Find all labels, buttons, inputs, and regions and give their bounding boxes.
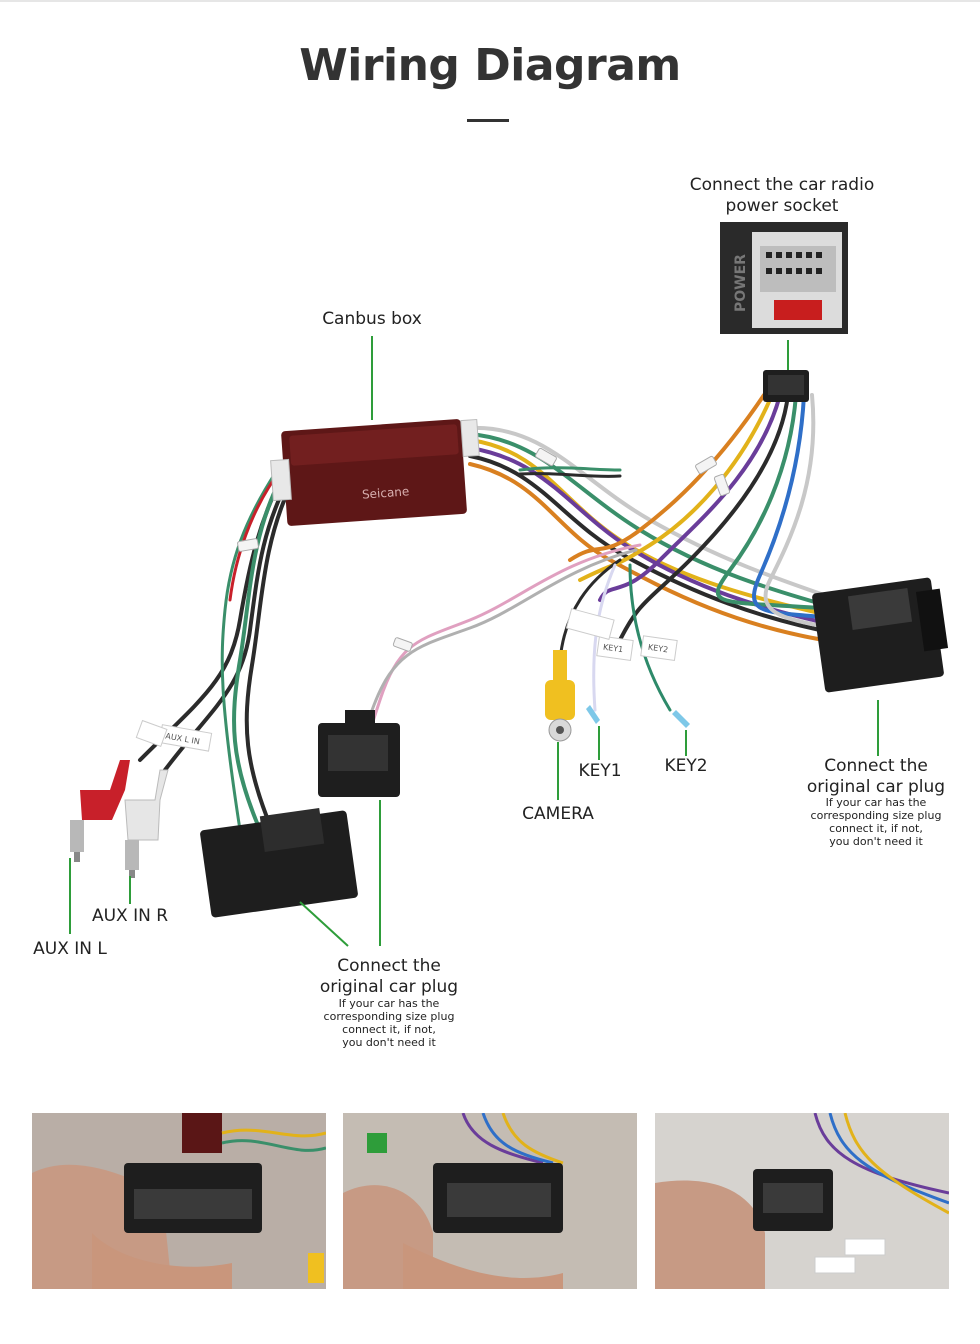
left-plug-note-line2: corresponding size plug bbox=[323, 1010, 455, 1023]
power-socket-label: Connect the car radio power socket bbox=[660, 175, 904, 217]
left-original-plug bbox=[200, 807, 358, 918]
right-plug-note-line3: connect it, if not, bbox=[829, 822, 923, 835]
tag-key2: KEY2 bbox=[647, 643, 668, 655]
left-plug-note-line1: If your car has the bbox=[338, 997, 440, 1010]
title-underline bbox=[467, 119, 509, 122]
rca-aux-in-r bbox=[124, 769, 169, 878]
right-plug-note-line2: corresponding size plug bbox=[810, 809, 942, 822]
power-label-text: POWER bbox=[733, 254, 749, 312]
aux-in-l-label: AUX IN L bbox=[33, 939, 107, 959]
photo-connector-small bbox=[655, 1113, 949, 1289]
left-plug-note-line4: you don't need it bbox=[342, 1036, 436, 1049]
middle-original-plug bbox=[318, 710, 400, 797]
left-plug-label: Connect the original car plug bbox=[314, 956, 464, 998]
rca-camera bbox=[545, 650, 575, 742]
key2-wire-end bbox=[672, 710, 690, 728]
aux-in-r-label: AUX IN R bbox=[91, 906, 169, 926]
canbus-box-label: Canbus box bbox=[322, 309, 422, 329]
camera-label: CAMERA bbox=[522, 804, 594, 824]
right-plug-label-line1: Connect the bbox=[824, 756, 928, 776]
rca-aux-in-l bbox=[70, 760, 130, 862]
left-plug-label-line1: Connect the bbox=[337, 956, 441, 976]
left-plug-label-line2: original car plug bbox=[319, 977, 459, 997]
canbus-box: Seicane bbox=[270, 418, 480, 526]
top-divider bbox=[0, 0, 980, 2]
power-socket-photo: POWER bbox=[720, 222, 848, 334]
wiring-diagram-illustration: Seicane POWER bbox=[69, 222, 949, 947]
canbus-brand-text: Seicane bbox=[362, 484, 410, 501]
key2-label: KEY2 bbox=[664, 756, 708, 776]
right-plug-note: If your car has the corresponding size p… bbox=[801, 796, 951, 848]
power-socket-label-line1: Connect the car radio bbox=[689, 175, 875, 195]
photo-connector-canbus bbox=[32, 1113, 326, 1289]
photo-connector-main bbox=[343, 1113, 637, 1289]
page-title: Wiring Diagram bbox=[299, 40, 681, 91]
right-plug-label: Connect the original car plug bbox=[801, 756, 951, 798]
power-socket-label-line2: power socket bbox=[725, 196, 839, 216]
tag-key1: KEY1 bbox=[602, 643, 623, 655]
right-plug-label-line2: original car plug bbox=[806, 777, 946, 797]
wire-bundle bbox=[138, 393, 852, 832]
left-plug-note-line3: connect it, if not, bbox=[342, 1023, 436, 1036]
right-original-plug bbox=[812, 577, 949, 693]
power-connector-plug bbox=[763, 370, 809, 402]
key1-wire-end bbox=[586, 705, 600, 724]
right-plug-note-line4: you don't need it bbox=[829, 835, 923, 848]
pointer-lines bbox=[69, 336, 879, 947]
wire-tags: AUX L IN KEY1 KEY2 bbox=[135, 608, 678, 752]
cable-ties bbox=[237, 447, 731, 652]
left-plug-note: If your car has the corresponding size p… bbox=[314, 997, 464, 1049]
right-plug-note-line1: If your car has the bbox=[825, 796, 927, 809]
key1-label: KEY1 bbox=[578, 761, 622, 781]
